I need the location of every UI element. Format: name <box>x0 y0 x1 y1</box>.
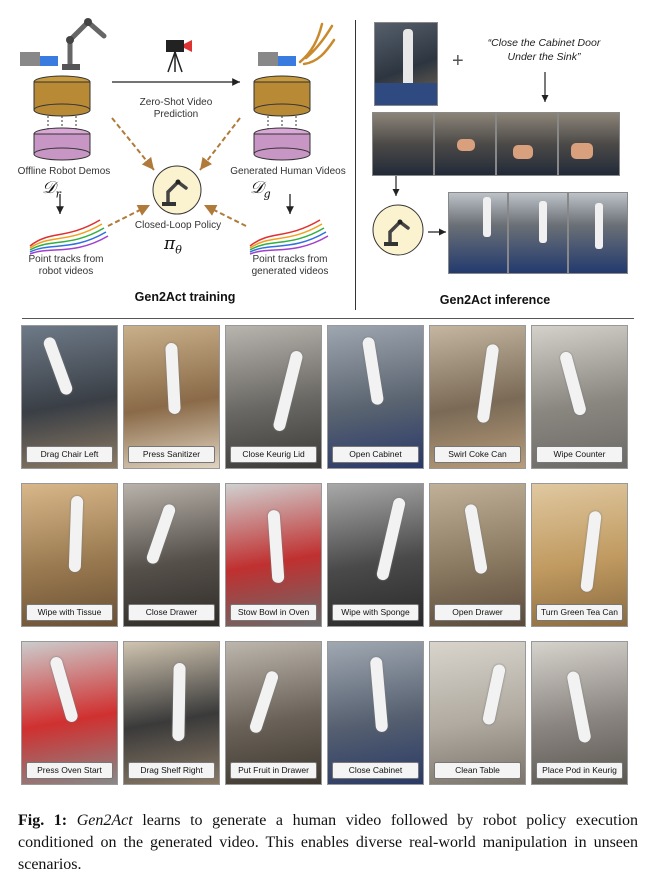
task-label: Open Drawer <box>434 604 521 621</box>
robot-arm-shape <box>476 343 500 424</box>
robot-arm-shape <box>481 663 507 726</box>
plus-icon: + <box>452 50 464 72</box>
inference-scene-photo <box>374 22 438 106</box>
training-diagram <box>20 18 336 255</box>
task-label: Close Keurig Lid <box>230 446 317 463</box>
task-tile: Open Drawer <box>429 483 526 627</box>
robot-arm-shape <box>272 349 304 433</box>
task-tile: Place Pod in Keurig <box>531 641 628 785</box>
task-tile: Wipe with Tissue <box>21 483 118 627</box>
task-tile: Close Keurig Lid <box>225 325 322 469</box>
inference-title: Gen2Act inference <box>439 293 551 307</box>
panel-divider <box>355 20 356 310</box>
robot-arm-shape <box>145 502 177 566</box>
generated-videos-database <box>253 75 311 161</box>
task-label: Close Drawer <box>128 604 215 621</box>
robot-frame-1 <box>448 192 508 274</box>
section-divider <box>22 318 634 319</box>
robot-arm-shape <box>566 670 592 744</box>
task-tile: Put Fruit in Drawer <box>225 641 322 785</box>
inference-arrows <box>392 72 549 236</box>
generated-frame-2 <box>434 112 496 176</box>
figure-caption: Fig. 1: Gen2Act learns to generate a hum… <box>18 810 638 876</box>
task-tile: Press Sanitizer <box>123 325 220 469</box>
robot-frame-3 <box>568 192 628 274</box>
task-tile: Press Oven Start <box>21 641 118 785</box>
offline-robot-demos-label: Offline Robot Demos <box>17 166 111 177</box>
robot-arm-shape <box>165 342 181 415</box>
task-label: Drag Chair Left <box>26 446 113 463</box>
human-hand-icon <box>258 22 336 66</box>
task-label: Open Cabinet <box>332 446 419 463</box>
task-tile: Drag Chair Left <box>21 325 118 469</box>
robot-arm-shape <box>248 669 280 735</box>
caption-text: learns to generate a human video followe… <box>18 812 639 873</box>
tracks-generated-label: Point tracks from generated videos <box>251 254 329 277</box>
task-label: Turn Green Tea Can <box>536 604 623 621</box>
task-label: Put Fruit in Drawer <box>230 762 317 779</box>
robot-arm-icon <box>20 18 107 70</box>
dataset-generated-symbol: 𝒟g <box>250 178 271 201</box>
task-label: Wipe Counter <box>536 446 623 463</box>
robot-arm-shape <box>48 655 80 724</box>
task-tile: Stow Bowl in Oven <box>225 483 322 627</box>
task-instruction: “Close the Cabinet Door Under the Sink” <box>487 37 601 63</box>
robot-arm-shape <box>68 495 84 573</box>
robot-arm-shape <box>369 656 389 733</box>
policy-label: Closed-Loop Policy <box>134 220 222 231</box>
task-label: Wipe with Sponge <box>332 604 419 621</box>
task-tile: Close Cabinet <box>327 641 424 785</box>
task-label: Clean Table <box>434 762 521 779</box>
robot-arm-shape <box>464 503 488 575</box>
task-label: Swirl Coke Can <box>434 446 521 463</box>
robot-arm-shape <box>361 336 385 406</box>
task-label: Place Pod in Keurig <box>536 762 623 779</box>
generated-point-tracks <box>249 219 329 255</box>
training-title: Gen2Act training <box>134 290 236 304</box>
task-label: Drag Shelf Right <box>128 762 215 779</box>
task-tile: Wipe Counter <box>531 325 628 469</box>
task-tile: Wipe with Sponge <box>327 483 424 627</box>
method-name: Gen2Act <box>76 812 133 829</box>
robot-demos-database <box>33 75 91 161</box>
task-tile: Clean Table <box>429 641 526 785</box>
robot-arm-shape <box>172 662 186 742</box>
task-label: Close Cabinet <box>332 762 419 779</box>
task-tile: Close Drawer <box>123 483 220 627</box>
zero-shot-label: Zero-Shot Video Prediction <box>139 97 213 120</box>
robot-arm-shape <box>267 509 285 584</box>
robot-frame-2 <box>508 192 568 274</box>
robot-arm-shape <box>375 496 407 582</box>
robot-arm-shape <box>580 510 602 593</box>
robot-arm-shape <box>42 335 74 397</box>
closed-loop-policy-icon <box>152 165 202 215</box>
generated-frame-3 <box>496 112 558 176</box>
task-label: Wipe with Tissue <box>26 604 113 621</box>
inference-policy-icon <box>372 204 424 256</box>
task-label: Press Oven Start <box>26 762 113 779</box>
video-camera-icon <box>166 40 192 73</box>
robot-point-tracks <box>29 219 109 255</box>
tracks-robot-label: Point tracks from robot videos <box>28 254 104 277</box>
task-tile: Open Cabinet <box>327 325 424 469</box>
task-label: Press Sanitizer <box>128 446 215 463</box>
generated-frame-1 <box>372 112 434 176</box>
generated-videos-label: Generated Human Videos <box>230 166 346 177</box>
task-tile: Drag Shelf Right <box>123 641 220 785</box>
robot-arm-shape <box>558 350 588 417</box>
task-tile: Swirl Coke Can <box>429 325 526 469</box>
dataset-robot-symbol: 𝒟r <box>42 178 61 201</box>
task-label: Stow Bowl in Oven <box>230 604 317 621</box>
generated-frame-4 <box>558 112 620 176</box>
figure-label: Fig. 1: <box>18 812 68 829</box>
task-tile: Turn Green Tea Can <box>531 483 628 627</box>
policy-symbol: πθ <box>164 234 182 257</box>
